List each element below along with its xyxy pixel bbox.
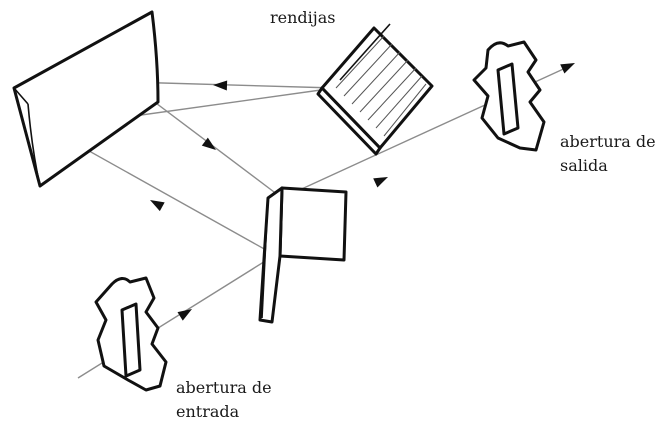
folding-mirror — [258, 186, 348, 324]
arrow-exit-near — [373, 177, 388, 188]
arrow-from-grating — [213, 80, 228, 91]
arrow-entrance — [177, 309, 192, 321]
concave-mirror — [12, 10, 160, 188]
grating-label: rendijas — [270, 8, 336, 27]
entrance-label-line1: abertura de — [176, 378, 272, 397]
diffraction-grating — [316, 23, 434, 156]
entrance-label-line2: entrada — [176, 402, 240, 421]
exit-slit — [472, 40, 546, 152]
arrow-exit-far — [560, 63, 575, 74]
exit-label-line2: salida — [560, 156, 608, 175]
ray-grating-to-concave — [127, 81, 336, 89]
arrow-to-concave — [150, 200, 165, 212]
arrow-to-mirror — [201, 137, 216, 150]
exit-label-line1: abertura de — [560, 132, 656, 151]
entrance-slit — [94, 276, 168, 392]
